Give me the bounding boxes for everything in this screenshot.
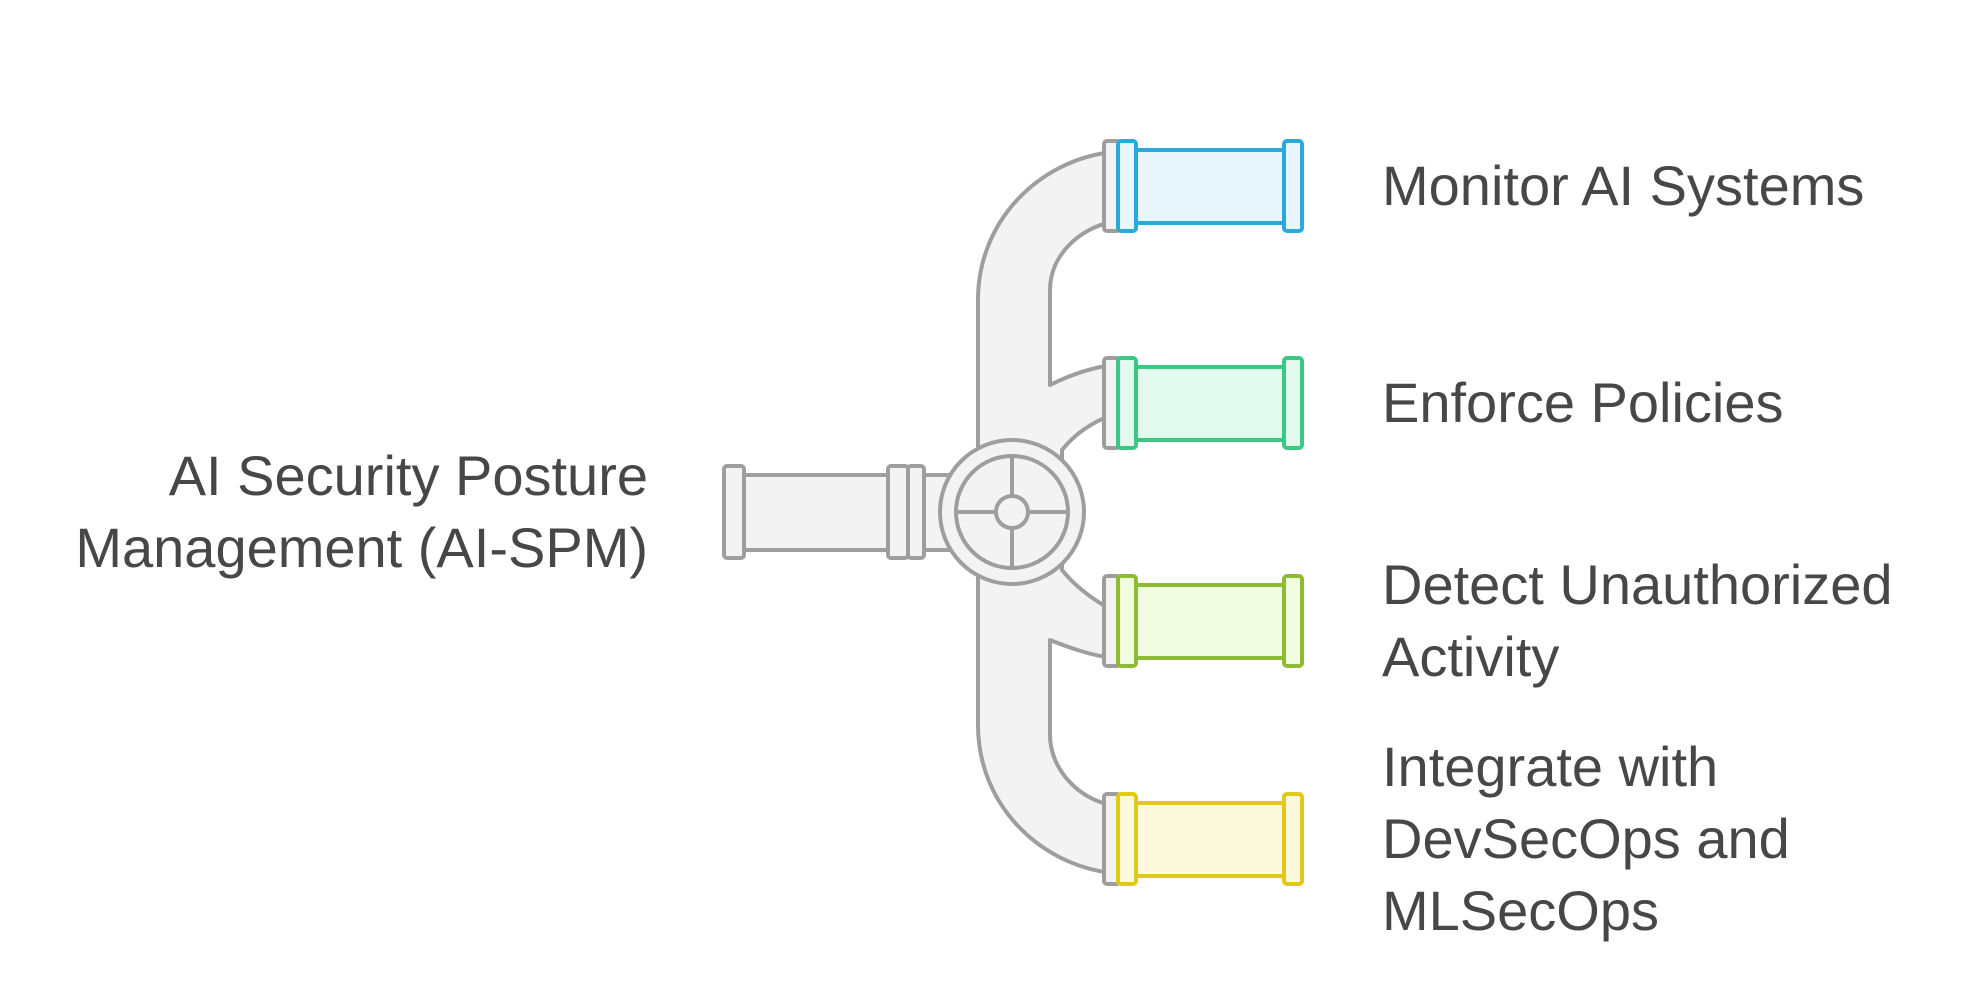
source-pipe-flange-2 — [906, 464, 926, 560]
source-label: AI Security Posture Management (AI-SPM) — [20, 440, 648, 584]
branch-4-label-line-2: DevSecOps and — [1382, 807, 1790, 870]
branch-4-label-line-1: Integrate with — [1382, 735, 1719, 798]
source-pipe-flange — [886, 464, 910, 560]
valve-hub — [994, 494, 1030, 530]
branch-4-end-cap — [1282, 792, 1304, 886]
branch-pipe-4 — [1102, 792, 1304, 886]
branch-3-body — [1128, 583, 1288, 660]
branch-3-flange — [1116, 574, 1138, 668]
branch-label-enforce: Enforce Policies — [1382, 367, 1784, 439]
branch-1-label-line-1: Monitor AI Systems — [1382, 154, 1865, 217]
branch-pipe-2 — [1102, 356, 1304, 450]
source-pipe-end-cap — [722, 464, 746, 560]
branch-2-flange — [1116, 356, 1138, 450]
branch-3-end-cap — [1282, 574, 1304, 668]
valve-wheel — [938, 438, 1086, 586]
branch-label-integrate: Integrate with DevSecOps and MLSecOps — [1382, 731, 1790, 947]
branch-pipe-1 — [1102, 139, 1304, 233]
source-label-line-2: Management (AI-SPM) — [75, 516, 648, 579]
branch-4-body — [1128, 801, 1288, 878]
branch-1-flange — [1116, 139, 1138, 233]
branch-pipe-3 — [1102, 574, 1304, 668]
branch-4-label-line-3: MLSecOps — [1382, 879, 1659, 942]
source-label-line-1: AI Security Posture — [168, 444, 648, 507]
branch-label-detect: Detect Unauthorized Activity — [1382, 549, 1893, 693]
branch-label-monitor: Monitor AI Systems — [1382, 150, 1864, 222]
source-pipe — [722, 464, 962, 560]
branch-2-body — [1128, 365, 1288, 442]
branch-4-flange — [1116, 792, 1138, 886]
branch-2-label-line-1: Enforce Policies — [1382, 371, 1784, 434]
branch-3-label-line-2: Activity — [1382, 625, 1560, 688]
branch-2-end-cap — [1282, 356, 1304, 450]
branch-1-body — [1128, 148, 1288, 225]
source-pipe-body — [738, 473, 962, 552]
branch-3-label-line-1: Detect Unauthorized — [1382, 553, 1893, 616]
branch-1-end-cap — [1282, 139, 1304, 233]
